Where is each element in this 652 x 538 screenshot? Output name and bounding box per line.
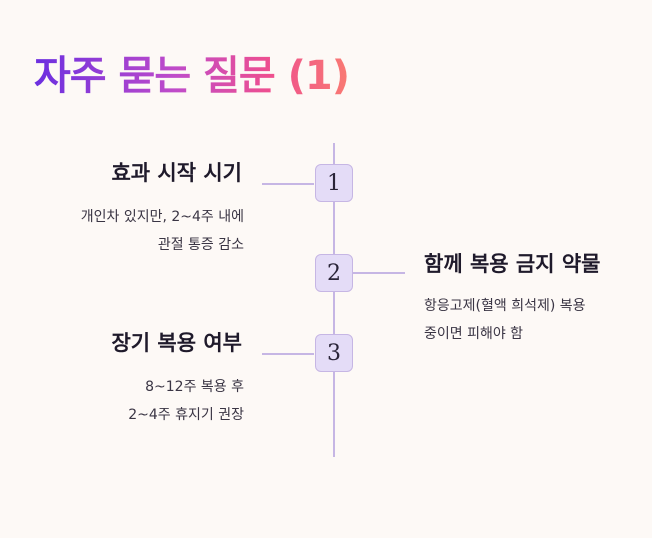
step-description-2-line-2: 중이면 피해야 함 xyxy=(424,326,524,342)
step-description-3-line-1: 8~12주 복용 후 xyxy=(145,379,244,395)
timeline-line xyxy=(333,143,335,457)
step-description-1: 개인차 있지만, 2~4주 내에 관절 통증 감소 xyxy=(81,203,244,259)
step-description-1-line-2: 관절 통증 감소 xyxy=(157,237,244,253)
step-description-2: 항응고제(혈액 희석제) 복용 중이면 피해야 함 xyxy=(424,292,586,348)
step-heading-1: 효과 시작 시기 xyxy=(111,161,242,185)
connector-1 xyxy=(262,183,314,185)
step-node-3: 3 xyxy=(315,334,353,372)
connector-3 xyxy=(262,353,314,355)
step-description-1-line-1: 개인차 있지만, 2~4주 내에 xyxy=(80,209,244,225)
step-description-3: 8~12주 복용 후 2~4주 휴지기 권장 xyxy=(128,373,244,429)
step-node-2: 2 xyxy=(315,254,353,292)
step-node-1: 1 xyxy=(315,164,353,202)
connector-2 xyxy=(353,272,405,274)
step-description-3-line-2: 2~4주 휴지기 권장 xyxy=(128,407,244,423)
step-heading-3: 장기 복용 여부 xyxy=(111,331,242,355)
step-description-2-line-1: 항응고제(혈액 희석제) 복용 xyxy=(424,298,586,314)
page-title: 자주 묻는 질문 (1) xyxy=(34,44,350,108)
step-heading-2: 함께 복용 금지 약물 xyxy=(424,252,601,276)
